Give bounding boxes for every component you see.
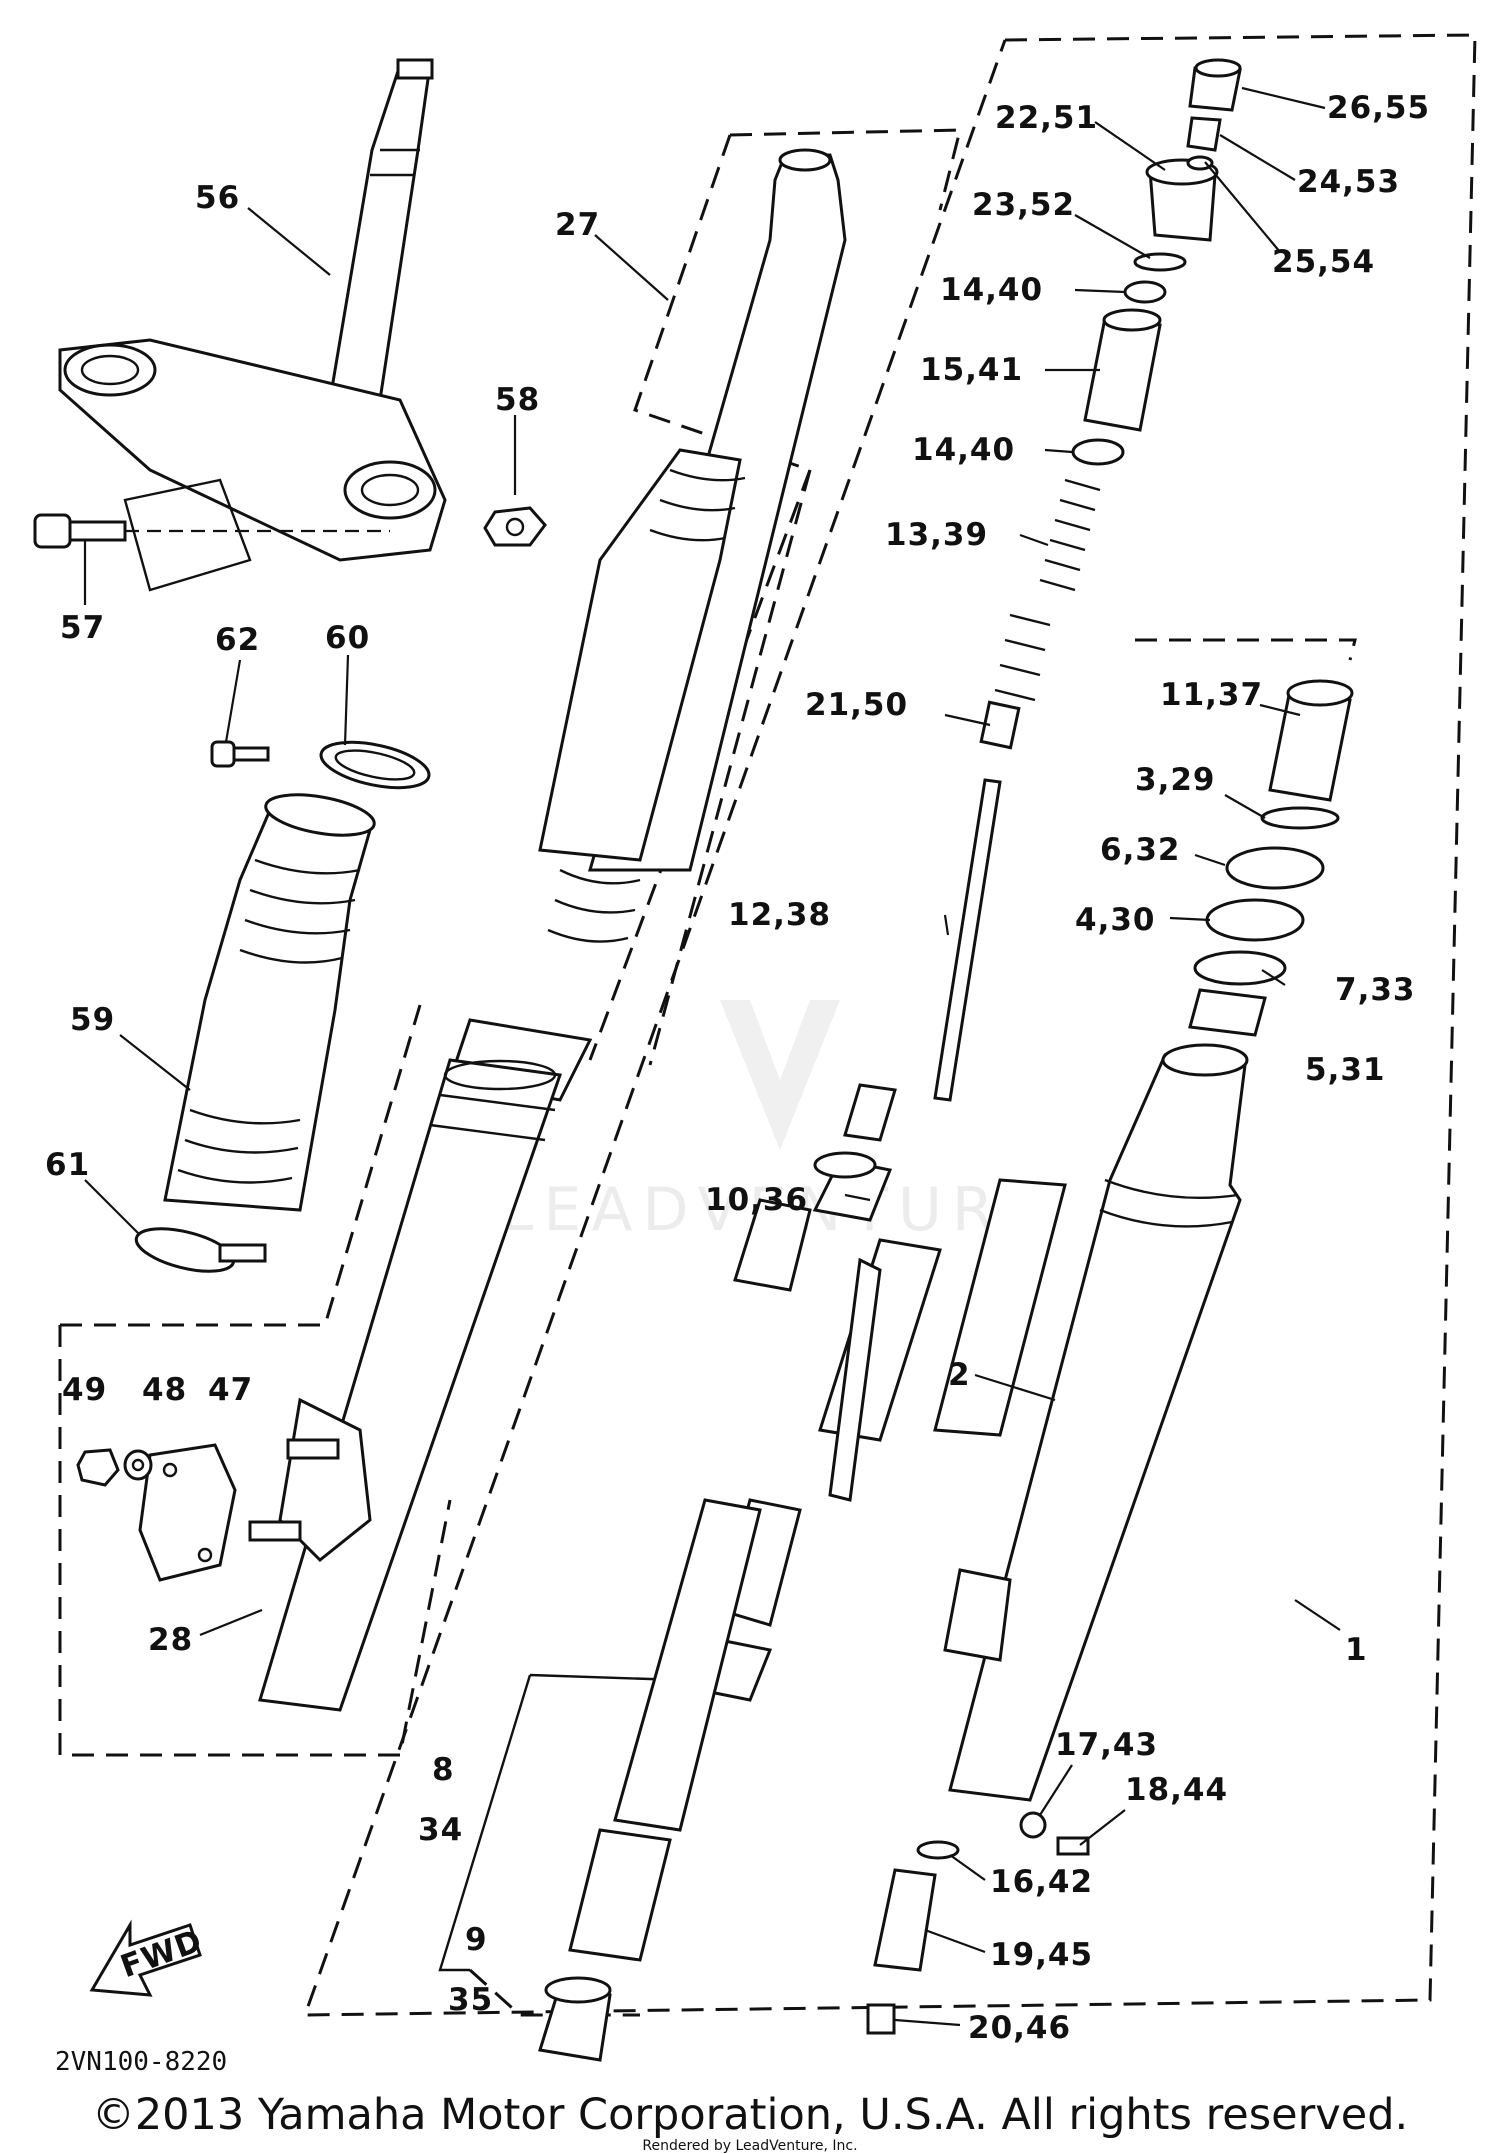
- drain-parts-16-20: [866, 1811, 1090, 2035]
- spring-13-39: [994, 478, 1101, 702]
- callout-7-33: 7,33: [1335, 972, 1416, 1008]
- oil-seal-stack: [1188, 679, 1354, 1037]
- callout-59: 59: [70, 1002, 115, 1038]
- callout-62: 62: [215, 622, 260, 658]
- damper-cylinder: [538, 1151, 1067, 2062]
- callout-14-40-lower: 14,40: [912, 432, 1015, 468]
- callout-57: 57: [60, 610, 105, 646]
- callout-8: 8: [432, 1752, 455, 1788]
- callout-27: 27: [555, 207, 600, 243]
- callout-47: 47: [208, 1372, 253, 1408]
- collar-15-41: [1083, 308, 1162, 432]
- fwd-arrow: FWD: [89, 1919, 207, 1997]
- bolt-57: [33, 513, 390, 549]
- callout-35: 35: [448, 1982, 493, 2018]
- callout-26-55: 26,55: [1327, 90, 1430, 126]
- callout-3-29: 3,29: [1135, 762, 1216, 798]
- nut-58: [483, 506, 547, 547]
- callout-14-40-upper: 14,40: [940, 272, 1043, 308]
- callout-9: 9: [465, 1922, 488, 1958]
- callout-2: 2: [948, 1357, 971, 1393]
- callout-58: 58: [495, 382, 540, 418]
- callout-12-38: 12,38: [728, 897, 831, 933]
- screw-62: [210, 740, 270, 768]
- outer-tube-28: [248, 1058, 563, 1712]
- callout-16-42: 16,42: [990, 1864, 1093, 1900]
- fork-boot-59: [163, 793, 376, 1212]
- callout-10-36: 10,36: [705, 1182, 808, 1218]
- diagram-code: 2VN100-8220: [55, 2047, 227, 2077]
- callout-5-31: 5,31: [1305, 1052, 1386, 1088]
- rendered-by-note: Rendered by LeadVenture, Inc.: [642, 2138, 858, 2154]
- outline-axle-holder-group: [60, 1004, 422, 1327]
- callout-23-52: 23,52: [972, 187, 1075, 223]
- washer-14-40: [1071, 280, 1167, 466]
- callout-60: 60: [325, 620, 370, 656]
- callout-56: 56: [195, 180, 240, 216]
- callout-48: 48: [142, 1372, 187, 1408]
- group-outlines: [58, 33, 1477, 2017]
- outline-inner-tube-27b: [648, 469, 812, 1066]
- outline-inner-group: [1135, 638, 1357, 661]
- callout-22-51: 22,51: [995, 100, 1098, 136]
- outline-outer-tube-assembly: [302, 33, 1477, 2017]
- callout-15-41: 15,41: [920, 352, 1023, 388]
- damper-rod-12-38: [843, 700, 1021, 1142]
- callout-1: 1: [1345, 1632, 1368, 1668]
- callout-25-54: 25,54: [1272, 244, 1375, 280]
- outline-axle-holder-group-b: [58, 1325, 452, 1757]
- callout-18-44: 18,44: [1125, 1772, 1228, 1808]
- callout-6-32: 6,32: [1100, 832, 1181, 868]
- leader-lines: [83, 86, 1341, 2027]
- callout-13-39: 13,39: [885, 517, 988, 553]
- callout-20-46: 20,46: [968, 2010, 1071, 2046]
- adjuster-24-53-26-55: [1186, 58, 1242, 171]
- clamp-60: [319, 740, 431, 790]
- callout-24-53: 24,53: [1297, 164, 1400, 200]
- clamp-61: [134, 1227, 267, 1273]
- copyright-notice: ©2013 Yamaha Motor Corporation, U.S.A. A…: [91, 2090, 1409, 2140]
- callout-4-30: 4,30: [1075, 902, 1156, 938]
- callout-61: 61: [45, 1147, 90, 1183]
- callout-17-43: 17,43: [1055, 1727, 1158, 1763]
- steering-stem: [58, 58, 447, 592]
- callout-28: 28: [148, 1622, 193, 1658]
- callout-49: 49: [62, 1372, 107, 1408]
- cap-bolt-22-51: [1133, 158, 1219, 272]
- callouts: 56 27 58 57 62 60 59 61 49 48 47 28 8 34…: [45, 90, 1430, 2046]
- callout-21-50: 21,50: [805, 687, 908, 723]
- callout-11-37: 11,37: [1160, 677, 1263, 713]
- callout-19-45: 19,45: [990, 1937, 1093, 1973]
- holder-47-48-49: [76, 1443, 237, 1582]
- inner-tube-27: [448, 148, 847, 1102]
- callout-34: 34: [418, 1812, 463, 1848]
- outer-tube-2: [943, 1043, 1249, 1802]
